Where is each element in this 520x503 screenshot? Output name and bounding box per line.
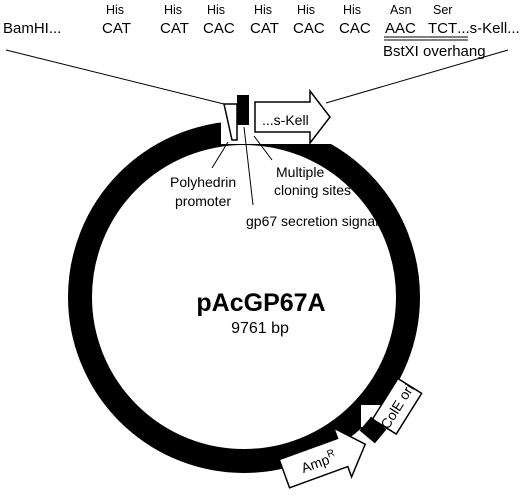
aa-1: His bbox=[106, 3, 124, 17]
polyhedrin-label-line1: Polyhedrin bbox=[170, 174, 236, 190]
polyhedrin-promoter-arrow bbox=[223, 103, 238, 141]
callout-line-ecori bbox=[325, 49, 509, 104]
callout-line-bamhi bbox=[5, 49, 241, 109]
polyhedrin-label-line2: promoter bbox=[175, 193, 231, 209]
codon-4: CAT bbox=[250, 20, 279, 37]
aa-4: His bbox=[254, 3, 272, 17]
ampr-arrow bbox=[278, 426, 367, 489]
aa-2: His bbox=[164, 3, 182, 17]
gp67-label: gp67 secretion signal bbox=[246, 213, 378, 229]
aa-3: His bbox=[207, 3, 225, 17]
aa-8: Ser bbox=[433, 3, 452, 17]
codon-6: CAC bbox=[339, 20, 371, 37]
bstxi-overhang-label: BstXI overhang bbox=[383, 43, 486, 60]
mcs-label-line1: Multiple bbox=[276, 164, 324, 180]
ecori-site: ...EcoRI bbox=[507, 20, 520, 37]
ampr-group: AmpR bbox=[278, 426, 367, 489]
s-kell-insert-label: ...s-Kell bbox=[262, 112, 309, 128]
mcs-label-line2: cloning sites bbox=[274, 182, 351, 198]
leader-mcs bbox=[253, 135, 273, 161]
cole-ori-box bbox=[371, 377, 423, 436]
codon-7: AAC bbox=[385, 20, 416, 37]
codon-1: CAT bbox=[102, 20, 131, 37]
aa-7: Asn bbox=[390, 3, 412, 17]
codon-2: CAT bbox=[160, 20, 189, 37]
s-kell-sequence: ...s-Kell bbox=[457, 20, 507, 37]
bamhi-site: BamHI... bbox=[3, 20, 61, 37]
s-kell-insert-arrow bbox=[254, 88, 331, 146]
codon-8: TCT bbox=[428, 20, 457, 37]
plasmid-name: pAcGP67A bbox=[196, 289, 325, 317]
aa-6: His bbox=[343, 3, 361, 17]
codon-3: CAC bbox=[203, 20, 235, 37]
cole-ori-marker bbox=[359, 416, 387, 444]
leader-gp67 bbox=[243, 126, 254, 206]
aa-5: His bbox=[297, 3, 315, 17]
codon-5: CAC bbox=[293, 20, 325, 37]
leader-polyhedrin bbox=[211, 141, 229, 169]
plasmid-size: 9761 bp bbox=[231, 320, 289, 337]
gp67-signal-block bbox=[237, 95, 249, 125]
cole-ori-group: ColE ori bbox=[371, 377, 423, 436]
